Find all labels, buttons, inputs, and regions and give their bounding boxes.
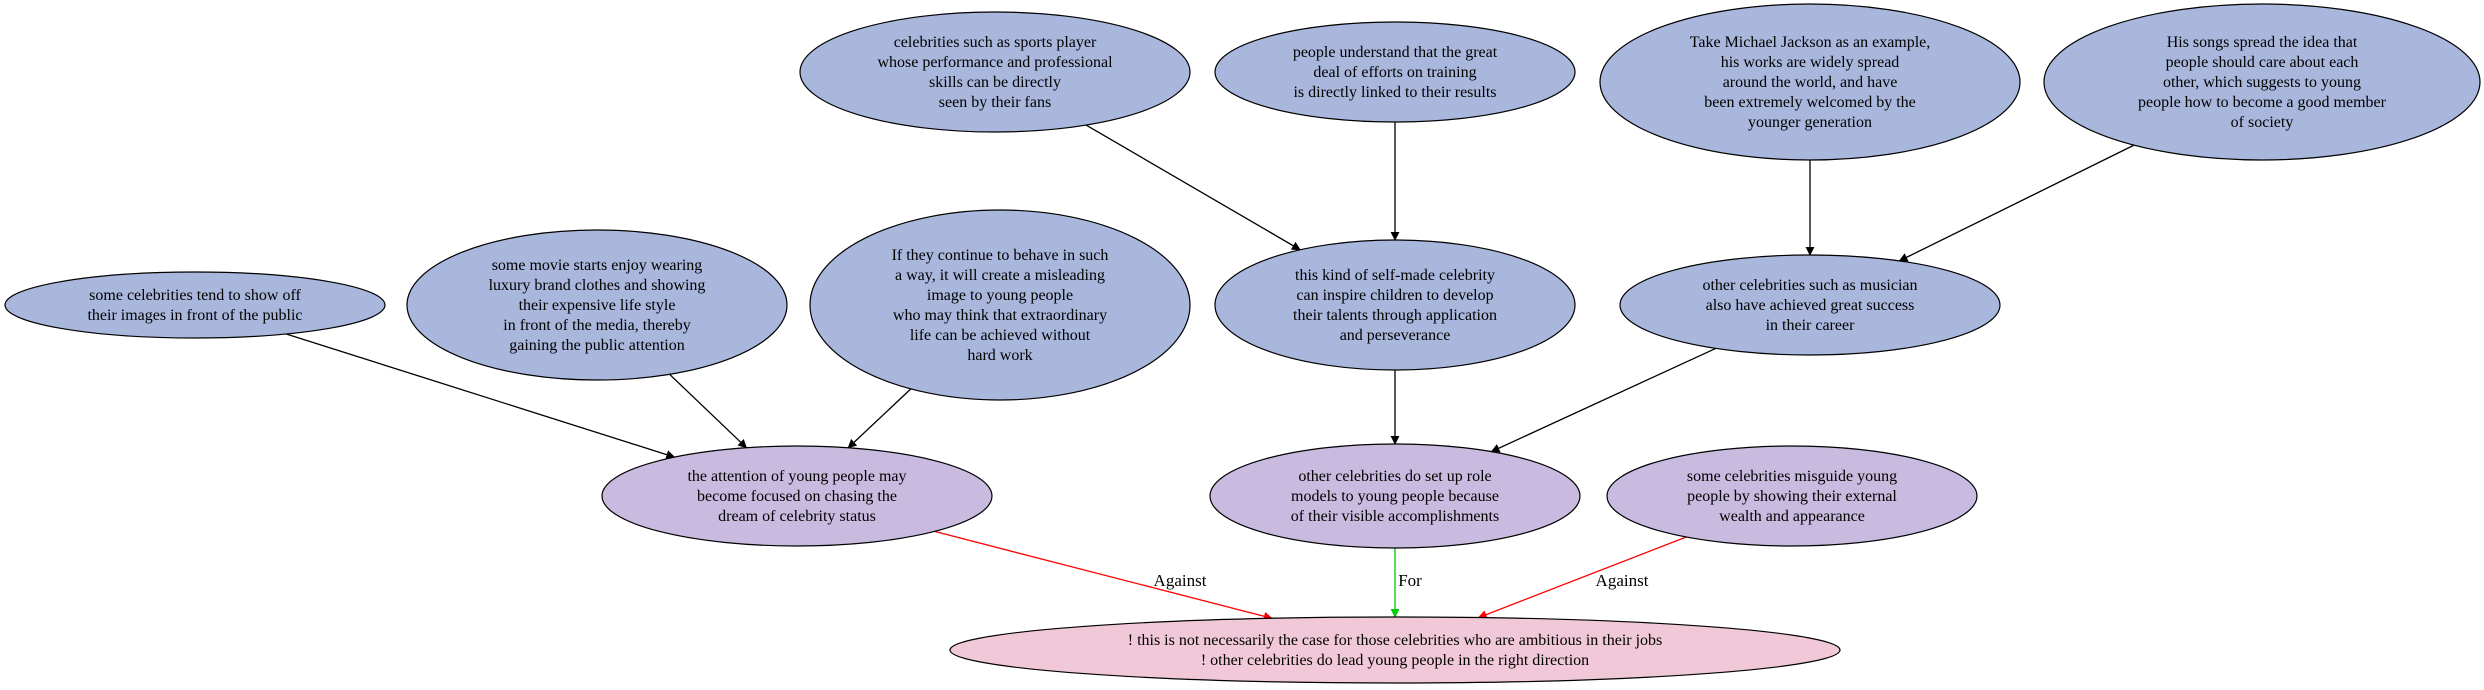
node-mj: Take Michael Jackson as an example, his w… <box>1599 3 2021 161</box>
node-ellipse <box>1619 254 2001 356</box>
node-text-line: who may think that extraordinary <box>893 307 1107 324</box>
node-text-line: around the world, and have <box>1723 74 1898 91</box>
node-text-line: His songs spread the idea that <box>2167 34 2358 51</box>
node-attention: the attention of young people may become … <box>601 445 993 547</box>
node-text-line: his works are widely spread <box>1721 54 1900 71</box>
node-ellipse <box>406 229 788 381</box>
node-text-line: people should care about each <box>2166 54 2359 71</box>
edge-label-against: Against <box>1596 571 1649 590</box>
node-text-line: luxury brand clothes and showing <box>489 277 706 294</box>
node-text-line: become focused on chasing the <box>697 488 897 505</box>
edge-n_songs-to-n_musician <box>1898 144 2135 262</box>
node-conclusion: ! this is not necessarily the case for t… <box>949 616 1841 684</box>
node-text-line: whose performance and professional <box>877 54 1113 71</box>
node-misleading: If they continue to behave in such a way,… <box>809 209 1191 401</box>
node-showoff: some celebrities tend to show off their i… <box>4 271 386 339</box>
node-text-line: the attention of young people may <box>687 468 906 485</box>
node-text-line: this kind of self-made celebrity <box>1295 267 1495 284</box>
node-text-line: life can be achieved without <box>910 327 1091 344</box>
node-text-line: their expensive life style <box>519 297 676 314</box>
node-ellipse <box>799 11 1191 133</box>
node-ellipse <box>949 616 1841 684</box>
node-ellipse <box>1214 21 1576 123</box>
edge-line <box>286 333 676 459</box>
node-text-line: deal of efforts on training <box>1313 64 1476 81</box>
node-text-line: some movie starts enjoy wearing <box>492 257 703 274</box>
node-text-line: their talents through application <box>1293 307 1497 324</box>
edge-label-against: Against <box>1154 571 1207 590</box>
node-musician: other celebrities such as musician also h… <box>1619 254 2001 356</box>
node-text-line: gaining the public attention <box>509 337 685 354</box>
edge-line <box>847 388 912 449</box>
node-ellipse <box>1606 445 1978 547</box>
edge-n_showoff-to-n_attention <box>286 333 676 459</box>
node-text-line: people understand that the great <box>1293 44 1498 61</box>
node-ellipse <box>601 445 993 547</box>
node-text-line: their images in front of the public <box>87 307 302 324</box>
node-ellipse <box>1214 239 1576 371</box>
node-text-line: can inspire children to develop <box>1296 287 1493 304</box>
node-ellipse <box>1209 443 1581 549</box>
node-text-line: Take Michael Jackson as an example, <box>1690 34 1931 51</box>
node-text-line: is directly linked to their results <box>1293 84 1496 101</box>
edge-line <box>669 373 748 449</box>
node-text-line: other celebrities do set up role <box>1298 468 1491 485</box>
node-text-line: of their visible accomplishments <box>1291 508 1499 525</box>
node-efforts: people understand that the great deal of … <box>1214 21 1576 123</box>
node-text-line: people how to become a good member <box>2138 94 2387 111</box>
node-ellipse <box>2043 3 2481 161</box>
node-text-line: ! this is not necessarily the case for t… <box>1128 632 1663 649</box>
node-text-line: ! other celebrities do lead young people… <box>1201 652 1589 669</box>
node-text-line: dream of celebrity status <box>718 508 876 525</box>
nodes-layer: celebrities such as sports player whose p… <box>4 3 2481 684</box>
node-text-line: a way, it will create a misleading <box>895 267 1105 284</box>
edge-line <box>1085 124 1301 251</box>
node-ellipse <box>809 209 1191 401</box>
node-selfmade: this kind of self-made celebrity can insp… <box>1214 239 1576 371</box>
edge-line <box>1898 144 2135 262</box>
node-text-line: hard work <box>967 347 1032 364</box>
edge-n_rolemodels-to-n_conclusion: For <box>1390 548 1422 618</box>
node-text-line: celebrities such as sports player <box>894 34 1097 51</box>
node-ellipse <box>4 271 386 339</box>
node-text-line: and perseverance <box>1340 327 1451 344</box>
node-text-line: other, which suggests to young <box>2163 74 2361 91</box>
edge-n_movie-to-n_attention <box>669 373 748 449</box>
node-text-line: some celebrities misguide young <box>1687 468 1897 485</box>
node-text-line: of society <box>2231 114 2294 131</box>
node-text-line: in their career <box>1766 317 1856 334</box>
node-text-line: younger generation <box>1748 114 1872 131</box>
node-rolemodels: other celebrities do set up role models t… <box>1209 443 1581 549</box>
node-ellipse <box>1599 3 2021 161</box>
edge-line <box>1477 536 1687 619</box>
edge-n_sports-to-n_selfmade <box>1085 124 1301 251</box>
node-text-line: wealth and appearance <box>1719 508 1865 525</box>
edge-line <box>1490 347 1716 453</box>
node-text-line: also have achieved great success <box>1706 297 1915 314</box>
node-text-line: image to young people <box>927 287 1073 304</box>
edges-layer: Against For Against <box>286 122 2135 621</box>
edge-line <box>934 530 1273 621</box>
edge-n_attention-to-n_conclusion: Against <box>934 530 1273 621</box>
node-misguide: some celebrities misguide young people by… <box>1606 445 1978 547</box>
node-sports: celebrities such as sports player whose p… <box>799 11 1191 133</box>
node-text-line: other celebrities such as musician <box>1702 277 1917 294</box>
node-text-line: seen by their fans <box>939 94 1051 111</box>
node-text-line: been extremely welcomed by the <box>1704 94 1915 111</box>
node-text-line: people by showing their external <box>1687 488 1897 505</box>
edge-n_misguide-to-n_conclusion: Against <box>1477 536 1687 619</box>
node-text-line: some celebrities tend to show off <box>89 287 301 304</box>
node-text-line: in front of the media, thereby <box>503 317 691 334</box>
node-text-line: If they continue to behave in such <box>892 247 1109 264</box>
node-movie: some movie starts enjoy wearing luxury br… <box>406 229 788 381</box>
node-text-line: models to young people because <box>1291 488 1499 505</box>
edge-label-for: For <box>1398 571 1422 590</box>
node-text-line: skills can be directly <box>929 74 1061 91</box>
edge-n_musician-to-n_rolemodels <box>1490 347 1716 453</box>
node-songs: His songs spread the idea that people sho… <box>2043 3 2481 161</box>
edge-n_misleading-to-n_attention <box>847 388 912 449</box>
